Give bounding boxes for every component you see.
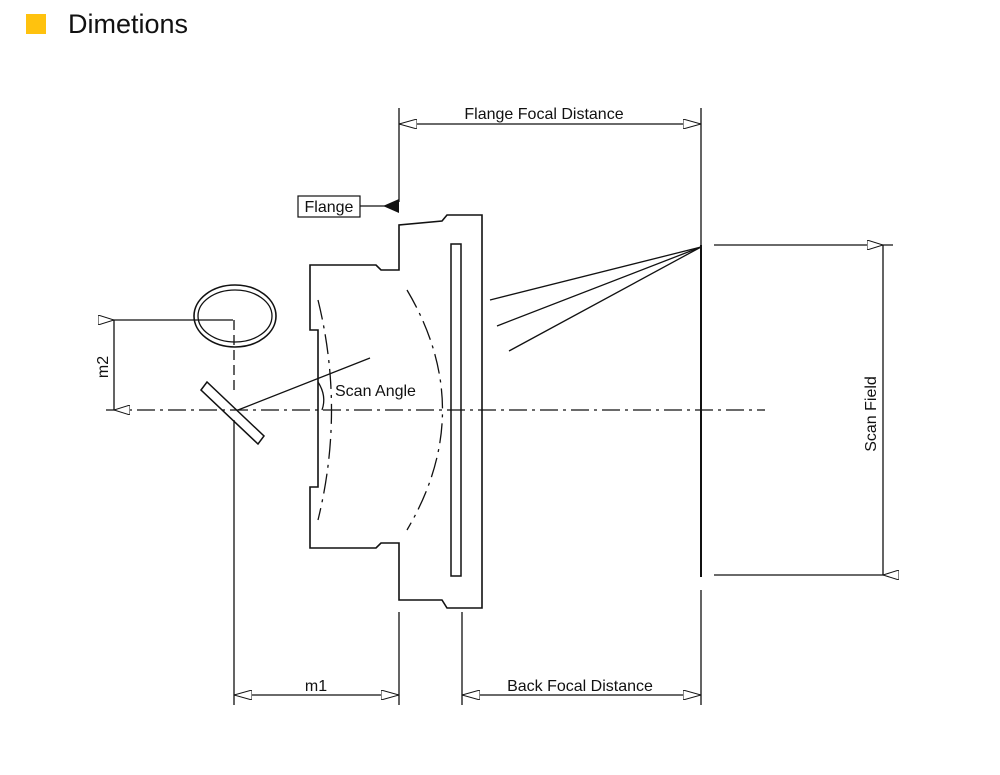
scan-arc-inner <box>317 299 333 521</box>
scan-mirror <box>199 380 266 446</box>
scan-field-label: Scan Field <box>863 376 880 452</box>
aperture-inner <box>197 289 273 343</box>
output-ray-3 <box>508 246 702 352</box>
flange-pointer-icon <box>383 199 399 213</box>
section-title: Dimetions <box>68 8 189 39</box>
aperture-outer <box>193 284 277 348</box>
output-ray-1 <box>489 246 702 301</box>
lens-body-outline <box>309 214 483 609</box>
scan-beam-line <box>237 357 371 411</box>
m1-label: m1 <box>305 678 327 695</box>
scan-arc-outer <box>406 289 444 531</box>
flange-label: Flange <box>305 199 354 216</box>
section-marker-icon <box>26 14 46 34</box>
scan-angle-label: Scan Angle <box>335 383 416 400</box>
scan-angle-arc <box>317 381 325 411</box>
section-header: Dimetions <box>26 6 188 42</box>
m2-label: m2 <box>95 356 112 378</box>
flange-focal-distance-label: Flange Focal Distance <box>464 106 623 123</box>
back-focal-distance-label: Back Focal Distance <box>507 678 653 695</box>
output-ray-2 <box>496 246 702 327</box>
lens-window <box>450 243 462 577</box>
